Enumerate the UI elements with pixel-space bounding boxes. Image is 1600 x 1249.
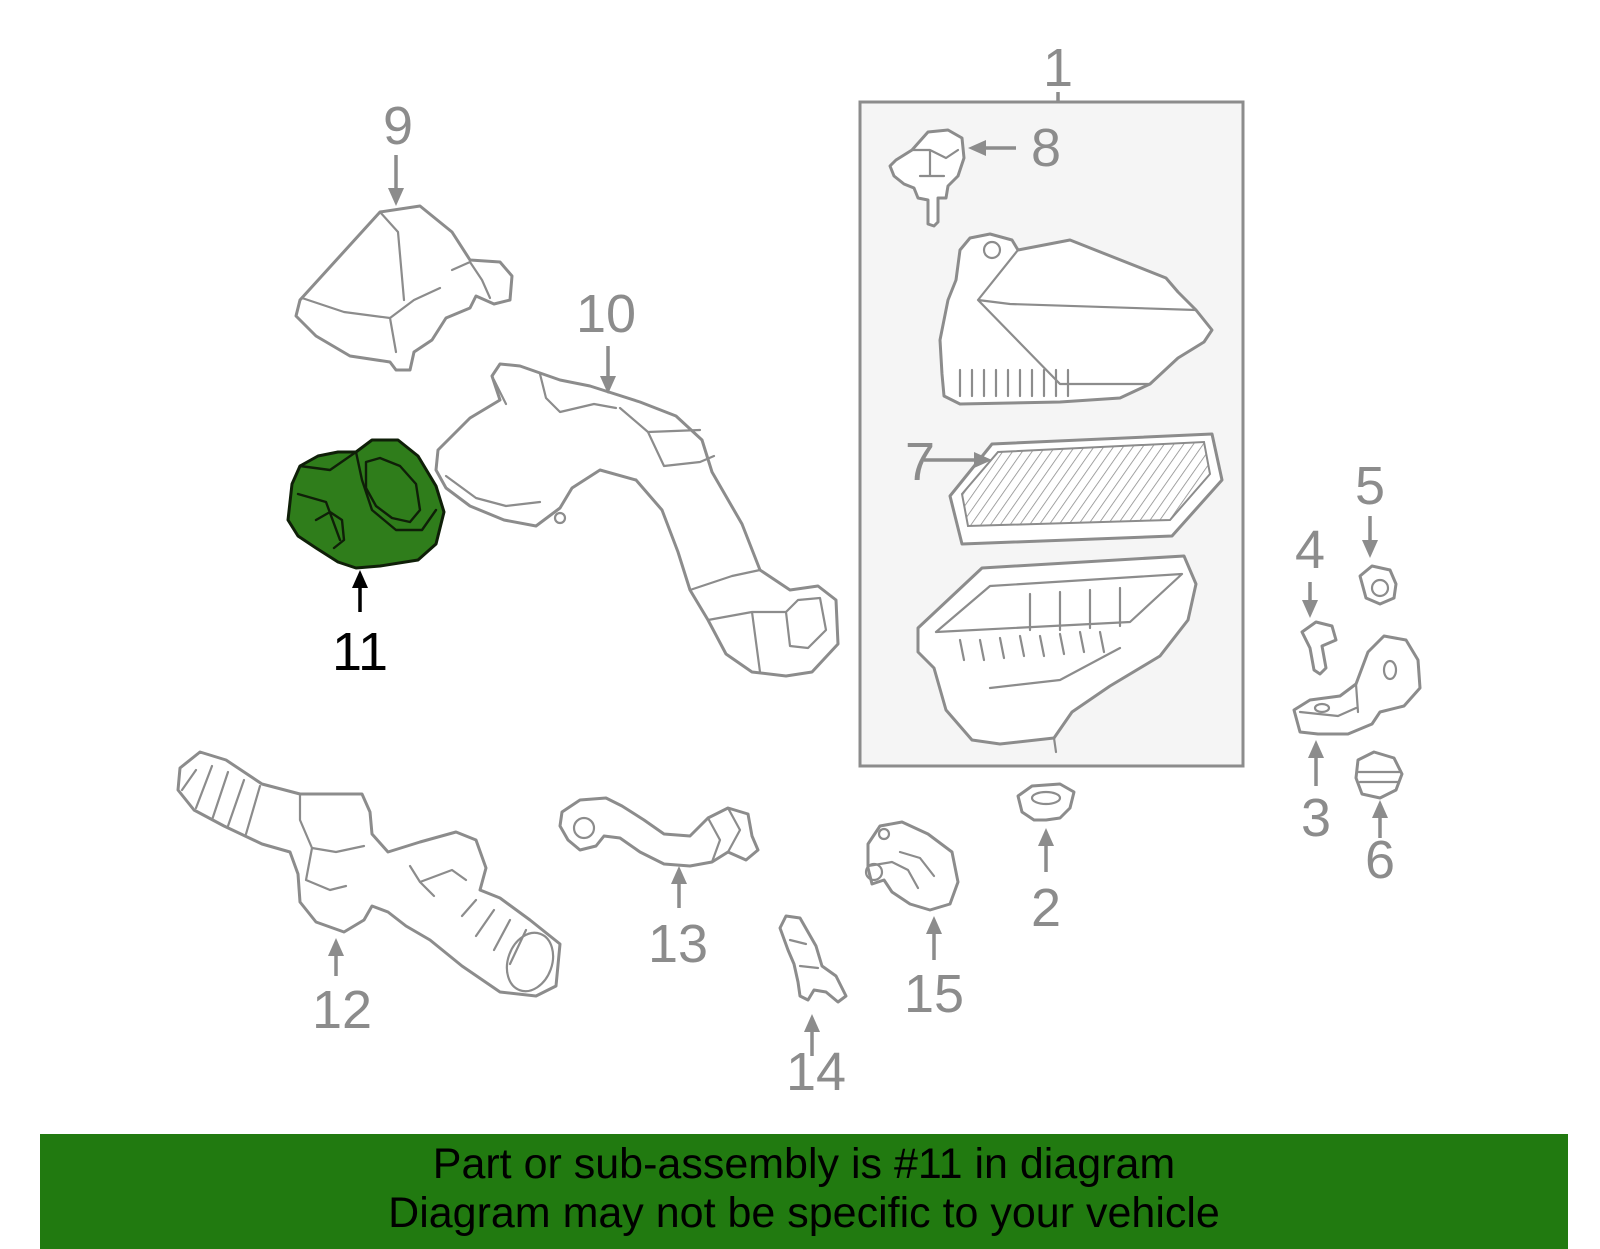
part-11-highlighted[interactable] xyxy=(286,438,446,612)
part-6-grommet[interactable] xyxy=(1354,750,1404,838)
part-14-bracket[interactable] xyxy=(778,914,848,1056)
callout-14: 14 xyxy=(786,1042,846,1102)
part-10-intake-duct[interactable] xyxy=(434,346,840,678)
part-air-cleaner-housing[interactable] xyxy=(916,554,1198,754)
callout-15: 15 xyxy=(904,964,964,1024)
callout-7: 7 xyxy=(905,432,935,492)
part-4-bolt[interactable] xyxy=(1300,582,1338,676)
info-banner: Part or sub-assembly is #11 in diagram D… xyxy=(40,1134,1568,1249)
callout-13: 13 xyxy=(648,914,708,974)
part-air-cleaner-lid[interactable] xyxy=(938,232,1214,406)
banner-line-disclaimer: Diagram may not be specific to your vehi… xyxy=(388,1189,1220,1237)
callout-11: 11 xyxy=(332,622,388,682)
part-2-grommet[interactable] xyxy=(1016,782,1076,872)
part-5-nut[interactable] xyxy=(1358,516,1398,606)
part-15-actuator[interactable] xyxy=(864,820,960,960)
part-9-duct-cover[interactable] xyxy=(294,155,514,372)
callout-10: 10 xyxy=(576,284,636,344)
callout-2: 2 xyxy=(1031,878,1061,938)
callout-9: 9 xyxy=(383,96,413,156)
callout-5: 5 xyxy=(1355,456,1385,516)
callout-8: 8 xyxy=(1031,118,1061,178)
part-13-hose[interactable] xyxy=(558,796,760,908)
part-8-airflow-sensor[interactable] xyxy=(888,128,1016,228)
part-3-mount-bracket[interactable] xyxy=(1292,634,1422,786)
banner-line-part-number: Part or sub-assembly is #11 in diagram xyxy=(432,1140,1176,1188)
part-7-air-filter[interactable] xyxy=(924,432,1224,546)
callout-12: 12 xyxy=(312,980,372,1040)
callout-3: 3 xyxy=(1301,788,1331,848)
callout-4: 4 xyxy=(1295,520,1325,580)
callout-6: 6 xyxy=(1365,830,1395,890)
part-12-intake-hose[interactable] xyxy=(176,750,562,998)
callout-1: 1 xyxy=(1043,38,1073,98)
